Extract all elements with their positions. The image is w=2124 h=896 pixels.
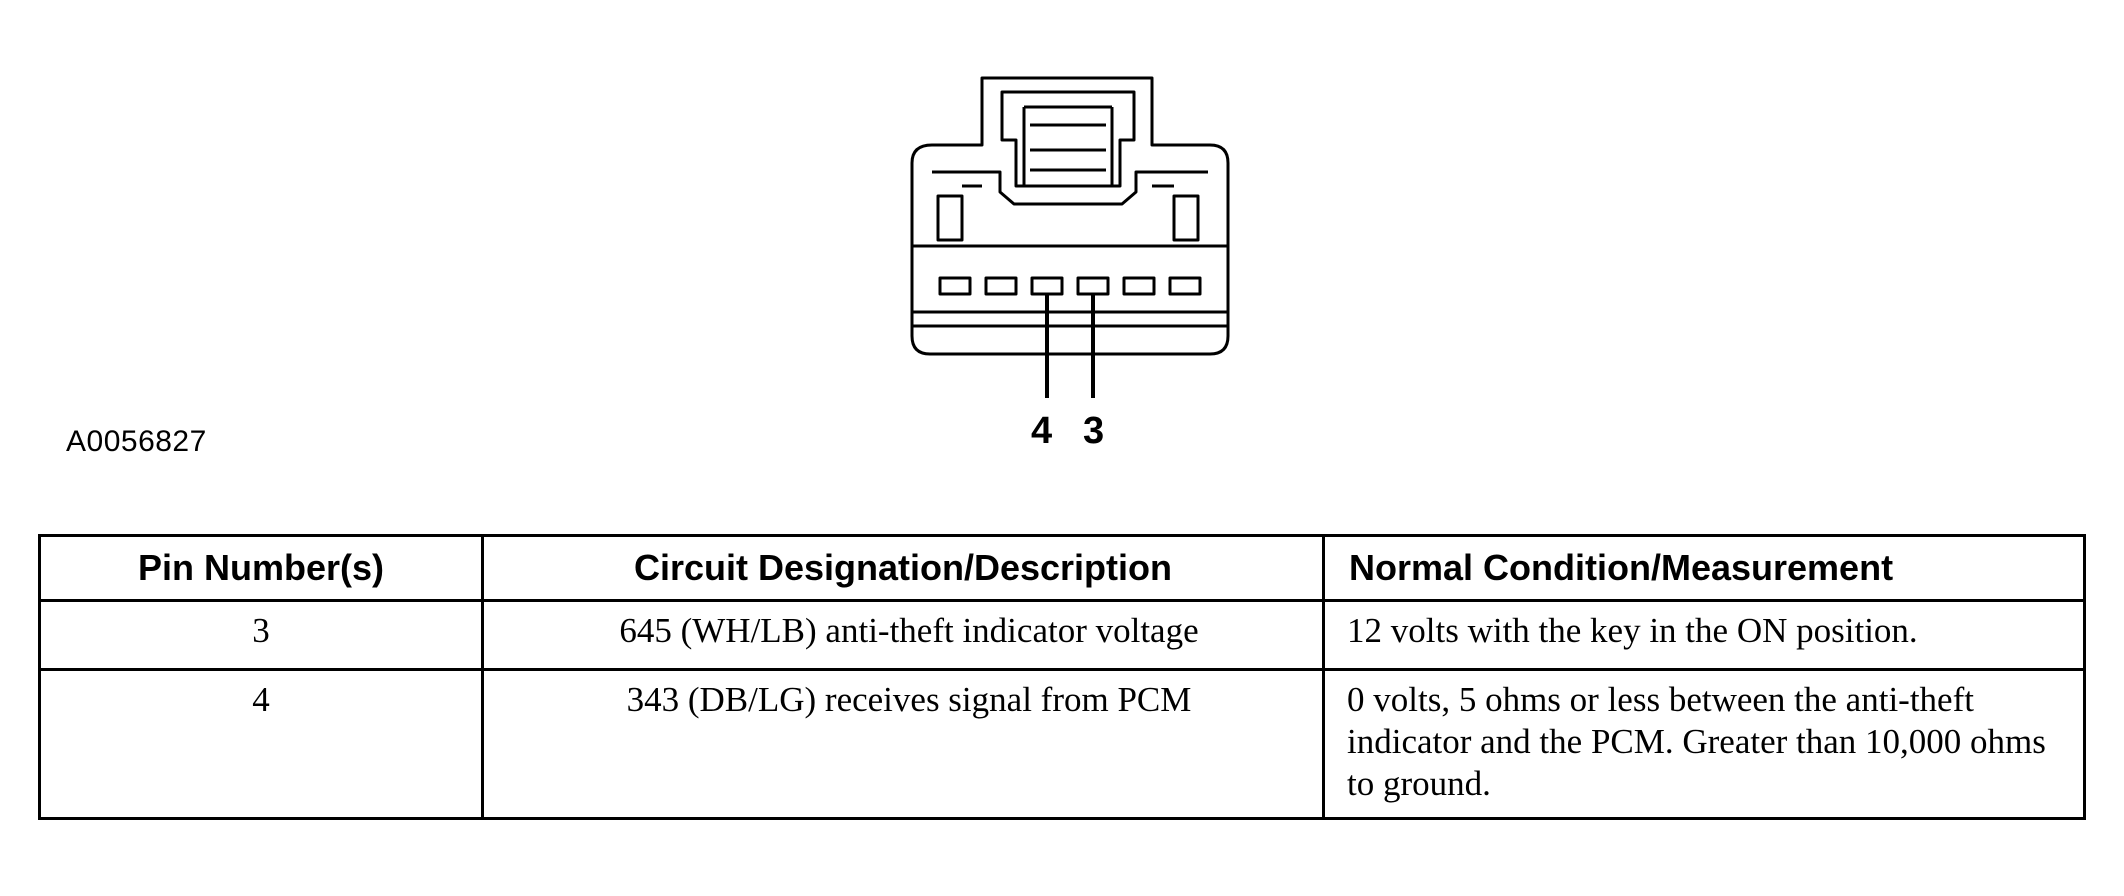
header-condition: Normal Condition/Measurement bbox=[1322, 534, 2086, 602]
table-header-row: Pin Number(s) Circuit Designation/Descri… bbox=[38, 534, 2086, 602]
cell-pin: 3 bbox=[38, 599, 484, 671]
cell-condition: 0 volts, 5 ohms or less between the anti… bbox=[1322, 668, 2086, 820]
pin-table: Pin Number(s) Circuit Designation/Descri… bbox=[38, 534, 2086, 820]
pin-label-3: 3 bbox=[1083, 410, 1105, 452]
connector-figure: 4 3 A0056827 bbox=[66, 76, 1230, 458]
cell-circuit: 645 (WH/LB) anti-theft indicator voltage bbox=[481, 599, 1325, 671]
latch-outline bbox=[1000, 90, 1136, 188]
table-row: 3 645 (WH/LB) anti-theft indicator volta… bbox=[38, 599, 2086, 671]
connector-diagram bbox=[910, 76, 1230, 398]
table-row: 4 343 (DB/LG) receives signal from PCM 0… bbox=[38, 668, 2086, 820]
cell-pin: 4 bbox=[38, 668, 484, 820]
cell-circuit: 343 (DB/LG) receives signal from PCM bbox=[481, 668, 1325, 820]
connector-housing bbox=[910, 76, 1230, 356]
cell-condition: 12 volts with the key in the ON position… bbox=[1322, 599, 2086, 671]
header-circuit: Circuit Designation/Description bbox=[481, 534, 1325, 602]
pin-label-4: 4 bbox=[1031, 410, 1053, 452]
figure-id: A0056827 bbox=[66, 425, 207, 458]
header-pin-number: Pin Number(s) bbox=[38, 534, 484, 602]
